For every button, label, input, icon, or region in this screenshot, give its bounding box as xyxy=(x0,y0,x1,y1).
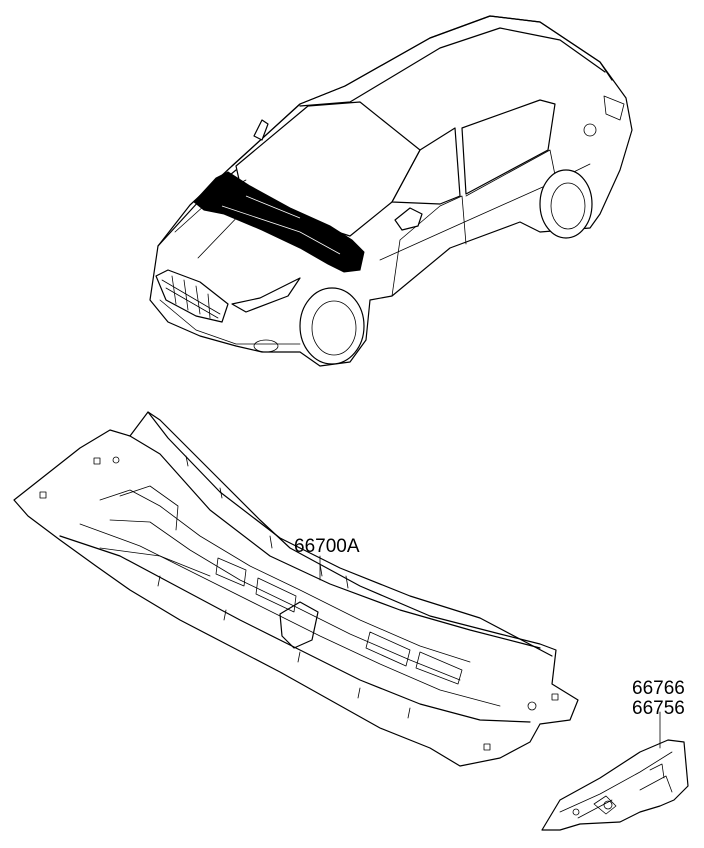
cowl-left-structure xyxy=(99,485,211,577)
car-rear-window xyxy=(461,99,556,195)
car-fuel-door xyxy=(583,123,597,137)
cowl-hole xyxy=(483,743,491,751)
cowl-hole xyxy=(39,491,47,499)
car-grille xyxy=(155,269,229,323)
cowl-center-bracket xyxy=(279,601,319,649)
car-roof-line xyxy=(231,15,613,167)
cowl-lower-flange-inner xyxy=(79,523,501,707)
car-rear-wheel-rim xyxy=(550,182,586,230)
bracket-inner-lines xyxy=(559,751,673,819)
car-headlight xyxy=(231,277,301,313)
cowl-highlight-lines xyxy=(221,195,341,255)
bracket-part-number-1: 66766 xyxy=(632,678,685,699)
car-front-window xyxy=(391,127,461,205)
cowl-mounting-holes xyxy=(39,456,559,751)
car-side-mirror xyxy=(394,207,423,231)
cowl-channel-2 xyxy=(109,519,461,681)
car-roof-inner-line xyxy=(299,27,606,107)
cowl-hole xyxy=(112,456,120,464)
car-rear-wheel xyxy=(539,169,593,239)
cowl-panel-outline xyxy=(13,411,579,767)
cowl-hole xyxy=(93,457,101,465)
cowl-panel-part-number: 66700A xyxy=(294,536,360,557)
bracket-hole xyxy=(603,800,613,810)
bracket-hole xyxy=(572,808,580,816)
car-fog-light xyxy=(253,339,279,353)
cowl-side-bracket-illustration xyxy=(541,739,689,831)
bracket-outline xyxy=(541,739,689,831)
car-front-wheel xyxy=(299,287,365,365)
cowl-top-ridge xyxy=(129,435,541,649)
cowl-studs xyxy=(157,455,411,719)
cowl-lower-flange xyxy=(59,535,531,723)
cowl-ridge-inner xyxy=(147,411,553,657)
car-front-wheel-rim xyxy=(311,300,357,356)
cowl-channel-1 xyxy=(99,489,471,663)
car-antenna xyxy=(253,119,269,141)
cowl-opening-1 xyxy=(215,557,247,587)
cowl-opening-3 xyxy=(365,631,411,667)
car-bumper-line xyxy=(159,299,301,345)
car-illustration xyxy=(149,15,633,367)
bracket-part-number-2: 66756 xyxy=(632,698,685,719)
cowl-opening-2 xyxy=(255,577,297,613)
cowl-panel-illustration xyxy=(13,411,579,767)
car-grille-mesh xyxy=(161,275,221,319)
cowl-hole xyxy=(527,701,537,711)
car-rear-light xyxy=(603,95,625,121)
cowl-opening-4 xyxy=(415,651,463,685)
cowl-hole xyxy=(551,693,559,701)
cowl-highlight-area xyxy=(193,171,365,273)
